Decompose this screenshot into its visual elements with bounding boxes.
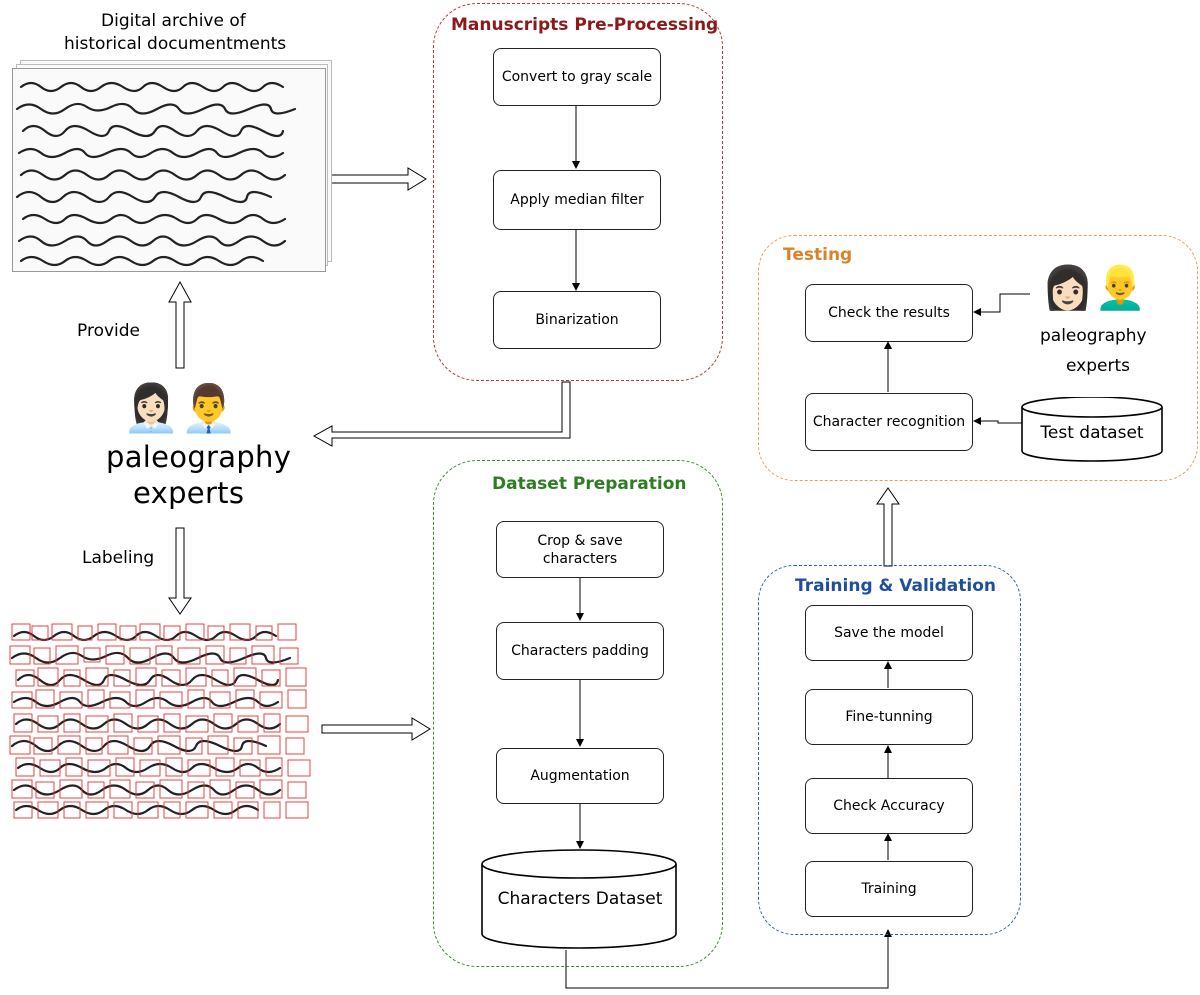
block-arrow-experts-to-labeled [168,527,192,615]
labeled-manuscript-image [8,618,322,822]
step-characters-padding: Characters padding [496,622,664,680]
test-dataset-label: Test dataset [1040,423,1144,443]
archive-title-line1: Digital archive of [101,11,246,31]
step-convert-grayscale: Convert to gray scale [493,48,661,106]
step-median-filter: Apply median filter [493,170,661,230]
man-expert-icon: 👨‍💼 [180,380,238,435]
labeling-label: Labeling [82,548,155,568]
experts-label-line2: experts [133,476,245,510]
experts-avatars: 👩🏻‍💼👨‍💼 [120,378,240,438]
woman-expert-icon: 👩🏻 [1041,263,1094,312]
experts-label-line1: paleography [106,440,292,474]
block-arrow-archive-to-preprocessing [329,167,427,191]
block-arrow-experts-to-archive [168,280,192,369]
archive-title-line2: historical documentments [64,34,287,54]
provide-label: Provide [77,321,141,341]
man-expert-icon: 👱‍♂️ [1094,263,1147,312]
step-crop-save: Crop & save characters [496,521,664,578]
characters-dataset-cylinder [481,849,677,949]
manuscript-stack-image [10,60,332,272]
step-augmentation: Augmentation [496,748,664,804]
preprocessing-lane [433,3,723,381]
woman-expert-icon: 👩🏻‍💼 [122,380,180,435]
testing-title: Testing [783,245,853,265]
preprocessing-title: Manuscripts Pre-Processing [451,15,719,35]
characters-dataset-label: Characters Dataset [497,889,663,909]
dataset-prep-title: Dataset Preparation [492,474,687,494]
step-character-recognition: Character recognition [805,393,973,451]
training-lane [758,565,1021,935]
block-arrow-labeled-to-dataset [321,717,431,741]
step-binarization: Binarization [493,291,661,349]
block-arrow-training-to-testing [876,487,900,567]
arrow-testdata-to-recognition [973,417,1022,425]
testing-experts-line2: experts [1066,356,1130,376]
arrow-experts-to-check [973,293,1030,316]
step-fine-tuning: Fine-tunning [805,689,973,745]
block-arrow-preprocessing-to-experts [312,381,571,447]
testing-lane [758,235,1198,481]
step-check-accuracy: Check Accuracy [805,778,973,834]
test-dataset-cylinder [1021,397,1163,462]
dataset-prep-lane [433,460,723,967]
step-check-results: Check the results [805,284,973,342]
arrow-dataset-to-training [565,929,892,989]
step-training: Training [805,861,973,917]
testing-experts-avatars: 👩🏻👱‍♂️ [1034,260,1154,316]
step-save-model: Save the model [805,605,973,661]
training-title: Training & Validation [795,576,997,596]
testing-experts-line1: paleography [1040,326,1147,346]
